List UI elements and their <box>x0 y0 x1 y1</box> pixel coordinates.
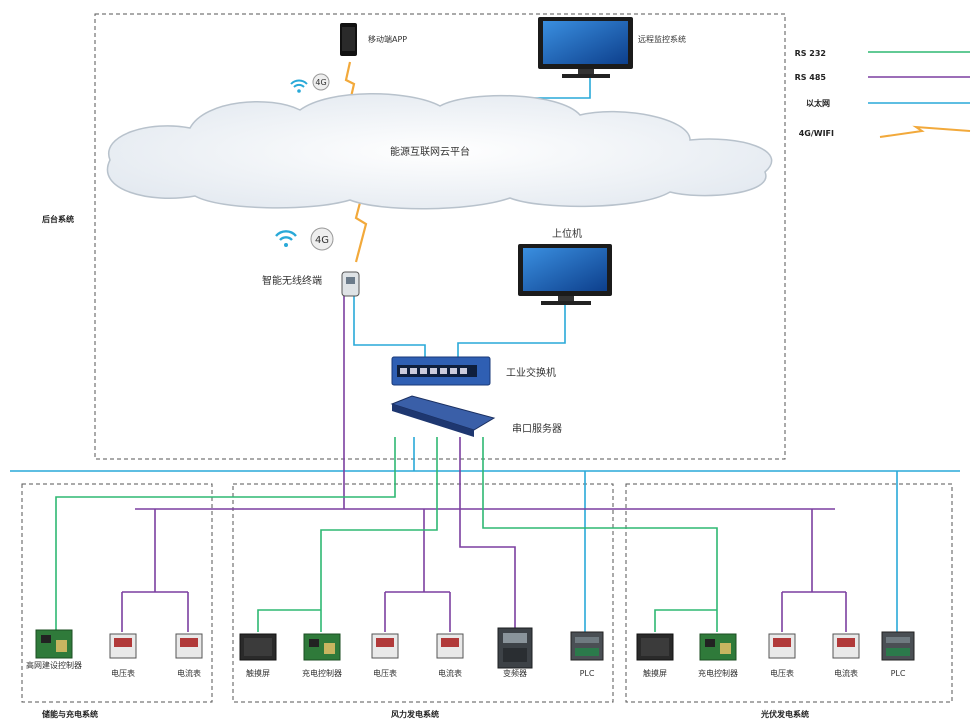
host-pc-icon <box>518 244 612 305</box>
industrial-switch-icon <box>391 356 491 386</box>
rs232-right-hmi <box>654 609 717 632</box>
wind-region-label: 风力发电系统 <box>391 709 439 719</box>
switch-label: 工业交换机 <box>506 366 556 379</box>
mobile-app-label: 移动端APP <box>368 34 407 44</box>
legend-rs232-label: RS 232 <box>795 49 826 58</box>
mobile-phone-icon <box>340 23 357 56</box>
serial-server-icon <box>390 395 496 437</box>
mid-charge-controller <box>303 633 341 661</box>
wind-region-box <box>232 483 614 703</box>
wireless-terminal-label: 智能无线终端 <box>262 274 322 287</box>
mid-vfd-label: 变频器 <box>503 668 527 678</box>
cloud-platform <box>106 93 773 210</box>
remote-monitor-label: 远程监控系统 <box>638 34 686 44</box>
left-current-meter <box>175 633 203 659</box>
backend-region-label: 后台系统 <box>42 214 74 224</box>
mid-plc <box>570 631 604 661</box>
pv-region-label: 光伏发电系统 <box>760 709 809 719</box>
serial-server-label: 串口服务器 <box>512 422 562 435</box>
4g-badge-lower-text: 4G <box>315 235 329 246</box>
remote-monitor-icon <box>538 17 633 78</box>
rs232-mid <box>320 437 438 632</box>
left-current-meter-label: 电流表 <box>177 668 201 678</box>
right-hmi <box>636 633 674 661</box>
right-current-meter <box>832 633 860 659</box>
right-voltage-meter <box>768 633 796 659</box>
backend-region-box <box>94 13 786 460</box>
mid-charge-controller-label: 充电控制器 <box>302 668 342 678</box>
legend-wireless-label: 4G/WIFI <box>799 129 834 138</box>
mid-hmi <box>239 633 277 661</box>
right-current-meter-label: 电流表 <box>834 668 858 678</box>
left-grid-controller <box>35 629 73 659</box>
wifi-icon <box>290 79 308 93</box>
left-grid-controller-label: 高网建设控制器 <box>26 660 82 670</box>
mid-vfd <box>497 627 533 669</box>
left-voltage-meter <box>109 633 137 659</box>
rs232-right <box>482 437 718 632</box>
storage-region-box <box>21 483 213 703</box>
legend-rs485-label: RS 485 <box>795 73 827 82</box>
legend: RS 232 RS 485 以太网 4G/WIFI <box>795 49 971 138</box>
storage-region-label: 储能与充电系统 <box>41 709 98 719</box>
legend-wireless-line <box>879 125 971 138</box>
right-plc-label: PLC <box>891 669 906 678</box>
left-voltage-meter-label: 电压表 <box>111 668 135 678</box>
rs232-left <box>55 437 396 630</box>
cloud-label: 能源互联网云平台 <box>390 145 470 158</box>
mid-plc-label: PLC <box>580 669 595 678</box>
4g-badge-text: 4G <box>315 78 326 87</box>
eth-host-switch <box>457 302 566 357</box>
host-pc-label: 上位机 <box>552 227 582 240</box>
right-voltage-meter-label: 电压表 <box>770 668 794 678</box>
4g-badge-icon-lower: 4G <box>310 227 334 251</box>
mid-voltage-meter <box>371 633 399 659</box>
wireless-terminal-link <box>354 194 368 263</box>
right-plc <box>881 631 915 661</box>
mid-current-meter <box>436 633 464 659</box>
wifi-icon-lower <box>275 230 297 247</box>
mid-hmi-label: 触摸屏 <box>246 668 270 678</box>
right-charge-controller-label: 充电控制器 <box>698 668 738 678</box>
4g-badge-icon: 4G <box>312 73 330 91</box>
pv-region-box <box>625 483 953 703</box>
right-charge-controller <box>699 633 737 661</box>
right-hmi-label: 触摸屏 <box>643 668 667 678</box>
legend-ethernet-label: 以太网 <box>806 98 830 108</box>
rs232-mid-hmi <box>257 609 321 632</box>
mid-voltage-meter-label: 电压表 <box>373 668 397 678</box>
eth-terminal-switch <box>353 296 426 357</box>
rs485-serial-vfd <box>459 437 516 628</box>
wireless-terminal-icon <box>341 271 360 297</box>
mid-current-meter-label: 电流表 <box>438 668 462 678</box>
